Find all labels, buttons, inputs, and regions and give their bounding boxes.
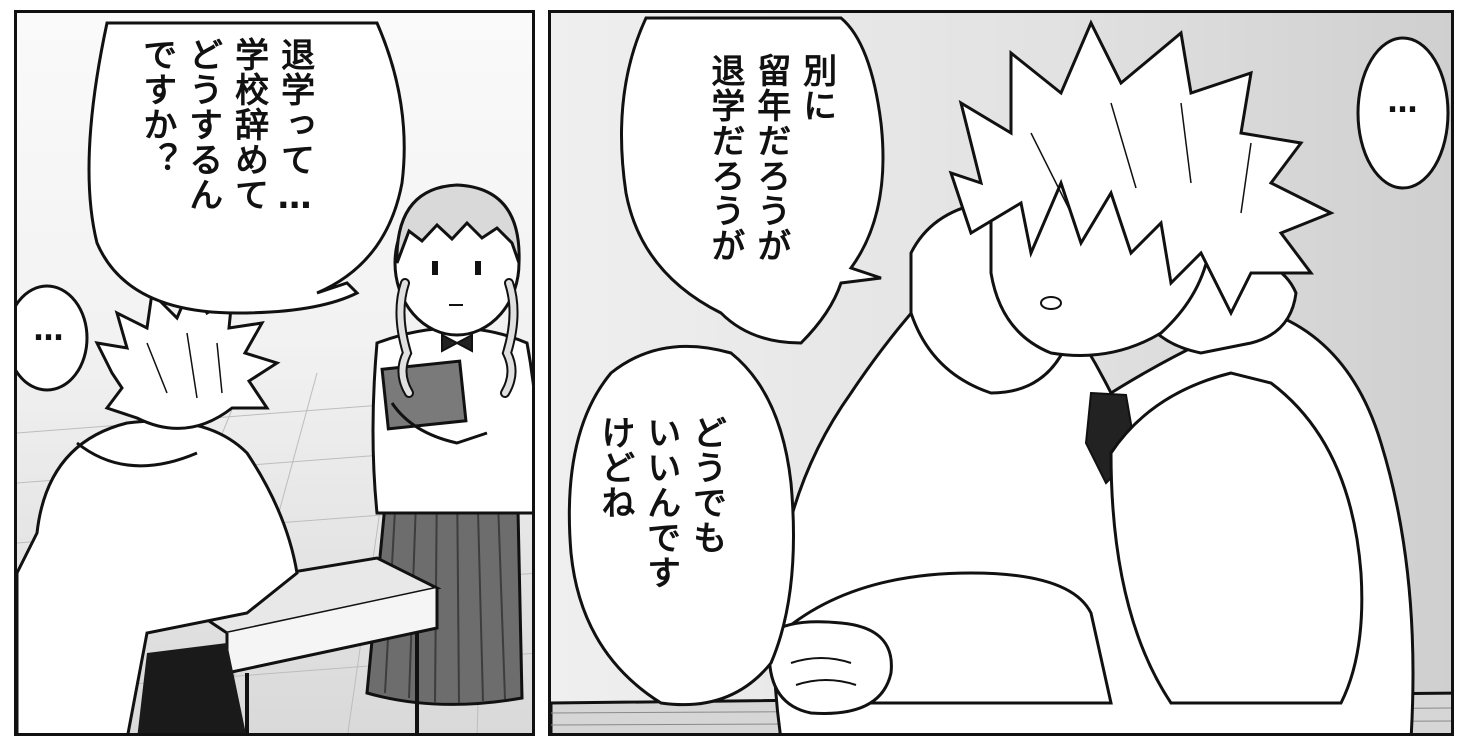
speech-bubble-boy-2 [567,344,795,707]
boy-hair-front [948,19,1335,317]
girl-skirt [365,461,524,706]
girl-book [380,359,468,431]
boy-arm-right [1109,371,1364,705]
girl-ribbon [441,333,473,353]
thought-bubble-boy [17,284,89,392]
panel-right-art [551,16,1451,733]
manga-panel-right: 別に 留年だろうが 退学だろうが どうでも いいんです けどね … [548,10,1454,736]
thought-bubble-girl [1356,36,1450,190]
boy-fist [767,620,893,715]
speech-text-boy-1: 別に 留年だろうが 退学だろうが [704,53,837,263]
speech-bubble-boy-1 [620,16,885,345]
manga-panel-left: 退学って… 学校辞めて どうするん ですか？ … [14,10,535,736]
boy-legs [137,643,246,733]
speech-bubble-girl [87,21,406,315]
panel-gutter [535,0,548,738]
thought-dots-girl: … [1385,85,1420,120]
thought-dots-boy: … [31,313,66,348]
girl-hair [395,183,521,264]
speech-text-boy-2: どうでも いいんです けどね [594,415,727,590]
boy-hoodie [17,419,299,733]
speech-text-girl: 退学って… 学校辞めて どうするん ですか？ [136,37,315,218]
panel-left-art [17,21,532,733]
